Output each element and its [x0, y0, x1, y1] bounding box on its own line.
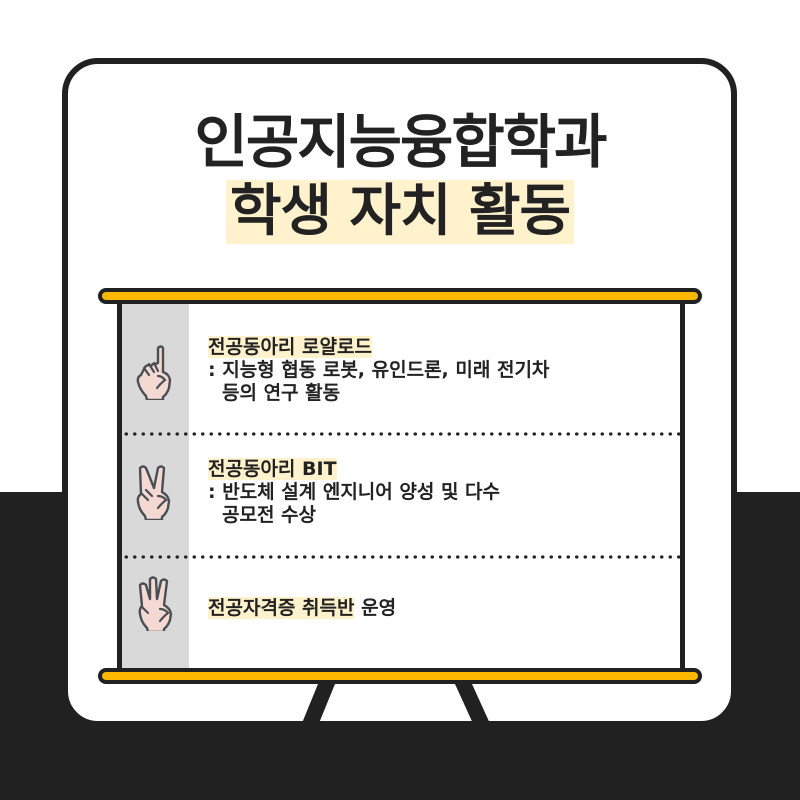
three-finger-hand-icon: [138, 576, 173, 631]
two-finger-hand-icon: [136, 465, 171, 520]
activity-desc-line1: : 반도체 설계 엔지니어 양성 및 다수: [208, 481, 501, 503]
one-finger-hand-icon: [136, 345, 172, 400]
easel-leg-left: [300, 684, 335, 728]
easel-top-rod: [98, 288, 702, 304]
activity-text: 전공동아리 BIT : 반도체 설계 엔지니어 양성 및 다수 공모전 수상: [208, 458, 678, 527]
page-title: 인공지능융합학과: [194, 108, 608, 176]
easel-leg-right: [455, 684, 492, 728]
page-subtitle: 학생 자치 활동: [225, 180, 575, 244]
activity-desc-line1: : 지능형 협동 로봇, 유인드론, 미래 전기차: [208, 359, 550, 381]
activity-item: 전공자격증 취득반 운영: [122, 559, 680, 668]
activity-heading-suffix: 운영: [354, 597, 397, 619]
dotted-separator: [122, 555, 680, 559]
easel-bottom-rod: [98, 668, 702, 684]
dotted-separator: [122, 432, 680, 436]
activity-item: 전공동아리 로얄로드 : 지능형 협동 로봇, 유인드론, 미래 전기차 등의 …: [122, 304, 680, 434]
activity-desc-line2: 공모전 수상: [222, 504, 317, 526]
activity-heading: 전공자격증 취득반: [208, 597, 355, 619]
activity-desc-line2: 등의 연구 활동: [222, 382, 341, 404]
activity-text: 전공동아리 로얄로드 : 지능형 협동 로봇, 유인드론, 미래 전기차 등의 …: [208, 336, 678, 405]
activity-heading: 전공동아리 로얄로드: [208, 336, 372, 358]
activity-heading: 전공동아리 BIT: [208, 458, 337, 480]
activity-item: 전공동아리 BIT : 반도체 설계 엔지니어 양성 및 다수 공모전 수상: [122, 436, 680, 554]
activity-text: 전공자격증 취득반 운영: [208, 597, 678, 620]
subtitle-wrap: 학생 자치 활동: [0, 180, 800, 244]
easel-board: 전공동아리 로얄로드 : 지능형 협동 로봇, 유인드론, 미래 전기차 등의 …: [117, 304, 685, 668]
